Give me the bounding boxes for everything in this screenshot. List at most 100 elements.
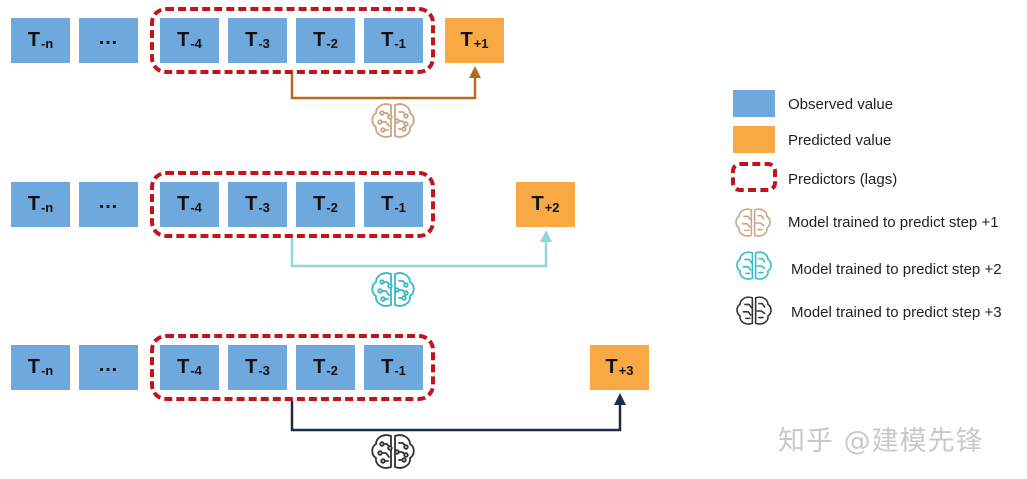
row3-brain-icon-node-3 [403,444,409,450]
legend-model1-brain-icon-right-lobe [753,208,771,237]
legend-model2-brain-icon [736,251,772,280]
row3-cell-6-subscript: -1 [394,363,406,378]
legend-predicted-label: Predicted value [788,132,892,149]
row1-cell-1: T-n [11,18,70,63]
row2-cell-1: T-n [11,182,70,227]
row1-cell-6-subscript: -1 [394,36,406,51]
row3-connector-line [290,401,622,432]
row1-cell-5-label: T [313,29,326,51]
row1-brain-icon-node-1 [377,119,383,125]
row2-target-subscript: +2 [544,200,560,215]
row2-cell-3-subscript: -4 [190,200,202,215]
legend-model3-brain-icon [736,296,772,325]
row3-arrowhead [614,393,626,405]
row1-brain-icon-node-4 [403,121,409,127]
row3-cell-3: T-4 [160,345,219,390]
legend-model1-brain-icon [735,208,771,237]
row2-brain-icon-node-7 [394,287,400,293]
row1-target: T+1 [445,18,504,63]
legend-predictors-label: Predictors (lags) [788,171,898,188]
legend-model3-label: Model trained to predict step +3 [791,304,1002,321]
row1-cell-1-subscript: -n [40,36,54,51]
row1-cell-4: T-3 [228,18,287,63]
row2-cell-3-label: T [177,193,190,215]
row2-brain-icon-right-lobe [394,272,415,307]
legend-observed-swatch [733,90,775,117]
row2-connector-line [290,238,548,268]
row3-brain-icon-left-lobe [371,434,392,469]
row1-target-label: T [460,29,473,51]
row3-brain-icon-node-6 [387,445,393,451]
row3-cell-6: T-1 [364,345,423,390]
row1-cell-2-label: … [98,27,119,49]
row3-brain-icon-node-7 [394,449,400,455]
row2-brain-icon-node-5 [401,295,407,301]
row2-cell-1-subscript: -n [40,200,54,215]
legend-model2-label: Model trained to predict step +2 [791,261,1002,278]
row3-cell-1: T-n [11,345,70,390]
watermark: 知乎 @建模先锋 [778,426,984,457]
row3-target-subscript: +3 [618,363,634,378]
row1-cell-1-label: T [27,29,40,51]
row3-cell-4-subscript: -3 [258,363,270,378]
row3-cell-2: … [79,345,138,390]
row1-cell-5-subscript: -2 [326,36,338,51]
row1-brain-icon-node-6 [387,114,393,120]
row3-cell-6-label: T [381,356,394,378]
row1-brain-icon-node-0 [379,110,385,116]
row3-cell-5: T-2 [296,345,355,390]
row1-cell-5: T-2 [296,18,355,63]
legend-model1-label: Model trained to predict step +1 [788,214,999,231]
row2-target-label: T [531,193,544,215]
row2-cell-5: T-2 [296,182,355,227]
row3-brain-icon-node-4 [403,452,409,458]
legend-model2-brain-icon-right-lobe [754,251,772,280]
row1-target-subscript: +1 [473,36,489,51]
row1-cell-3-subscript: -4 [190,36,202,51]
row2-brain-icon-node-4 [403,290,409,296]
row3-brain-icon [371,434,415,469]
legend-observed-label: Observed value [788,96,894,113]
row2-cell-6: T-1 [364,182,423,227]
row2-brain-icon-left-lobe [371,272,392,307]
row2-cell-4: T-3 [228,182,287,227]
row3-cell-3-subscript: -4 [190,363,202,378]
legend-model2-brain-icon-left-lobe [736,251,754,280]
row3-predictors-frame [150,334,435,401]
row1-cell-3: T-4 [160,18,219,63]
row2-arrowhead [540,230,552,242]
row1-brain-icon-node-5 [401,126,407,132]
row2-cell-6-label: T [381,193,394,215]
row1-cell-6-label: T [381,29,394,51]
legend-model2-brain-icon-traces [742,257,766,275]
row2-brain-icon [371,272,415,307]
row2-brain-icon-node-6 [387,283,393,289]
legend-model3-brain-icon-left-lobe [736,296,754,325]
row1-connector-line [290,74,477,100]
row2-brain-icon-node-1 [377,288,383,294]
row1-brain-icon-right-lobe [394,103,415,138]
row2-brain-icon-node-3 [403,282,409,288]
row1-cell-3-label: T [177,29,190,51]
row3-brain-icon-node-0 [379,441,385,447]
row1-brain-icon-node-3 [403,113,409,119]
row3-brain-icon-node-1 [377,450,383,456]
row3-cell-5-subscript: -2 [326,363,338,378]
row2-cell-2: … [79,182,138,227]
row2-predictors-frame [150,171,435,238]
row2-target: T+2 [516,182,575,227]
row2-cell-2-label: … [98,191,119,213]
row3-brain-icon-node-2 [380,458,386,464]
row2-cell-6-subscript: -1 [394,200,406,215]
row3-cell-5-label: T [313,356,326,378]
row3-cell-1-label: T [27,356,40,378]
row3-brain-icon-right-lobe [394,434,415,469]
legend-model1-brain-icon-left-lobe [735,208,753,237]
row2-brain-icon-node-0 [379,279,385,285]
row1-cell-4-subscript: -3 [258,36,270,51]
row2-brain-icon-node-2 [380,296,386,302]
legend-model3-brain-icon-right-lobe [754,296,772,325]
